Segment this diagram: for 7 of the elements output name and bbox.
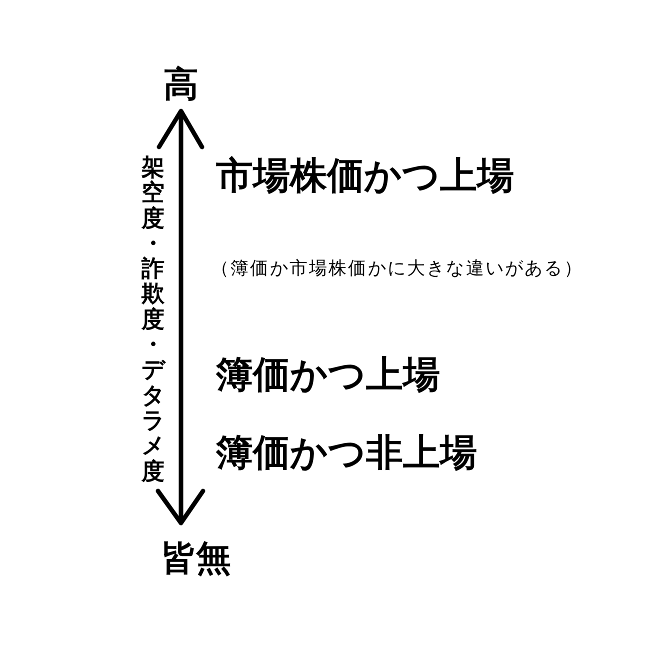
level-label: 簿価かつ非上場	[216, 433, 477, 474]
level-label: 市場株価かつ上場	[216, 156, 514, 197]
axis-title: 架空度・詐欺度・デタラメ度	[142, 156, 164, 485]
level-label: 簿価かつ上場	[216, 355, 440, 396]
scale-top-label: 高	[164, 66, 198, 104]
note: （簿価か市場株価かに大きな違いがある）	[211, 259, 584, 279]
scale-bottom-label: 皆無	[161, 540, 231, 578]
